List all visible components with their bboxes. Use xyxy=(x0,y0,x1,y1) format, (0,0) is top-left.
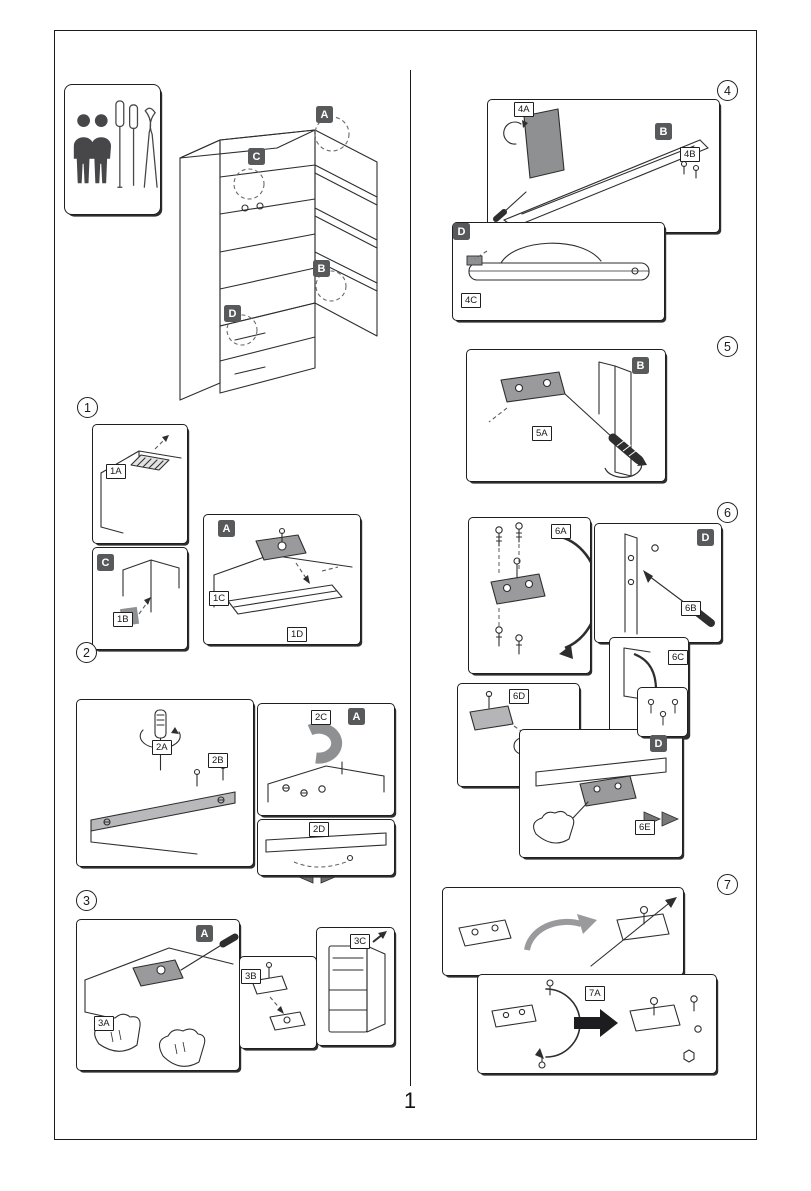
step-6-badge-d2: D xyxy=(650,735,667,752)
step-2ab-panel xyxy=(76,699,254,867)
step-4-door-top-illustration xyxy=(466,242,650,281)
step-6b-label: 6B xyxy=(681,601,701,616)
step-5-badge-b: B xyxy=(632,357,649,374)
step-6d-label: 6D xyxy=(509,689,530,704)
step-1c-label: 1C xyxy=(209,591,230,606)
step-1a-illustration xyxy=(100,435,182,534)
tools-illustration xyxy=(73,100,158,188)
page-border xyxy=(54,30,757,1140)
step-6-badge-d1: D xyxy=(697,529,714,546)
step-7-swap-illustration xyxy=(458,897,677,967)
step-2c-label: 2C xyxy=(311,710,332,725)
step-5a-label: 5A xyxy=(532,426,552,441)
step-4-top-panel xyxy=(487,99,720,233)
step-5-number: 5 xyxy=(717,336,738,357)
step-4-door-top-panel xyxy=(452,222,665,321)
step-4-badge-b: B xyxy=(655,123,672,140)
step-1-badge-c: C xyxy=(97,554,114,571)
step-2-number: 2 xyxy=(76,642,97,663)
step-2a-label: 2A xyxy=(152,740,172,755)
step-6a-panel xyxy=(468,517,591,674)
step-6c-screws-illustration xyxy=(647,698,679,726)
step-2d-label: 2D xyxy=(309,822,330,837)
step-3c-illustration xyxy=(328,931,387,1033)
step-4-badge-d: D xyxy=(453,223,470,240)
step-6a-illustration xyxy=(490,522,590,659)
step-3b-label: 3B xyxy=(241,969,261,984)
step-1cd-illustration xyxy=(213,527,353,615)
step-3-number: 3 xyxy=(76,890,97,911)
step-1-badge-a: A xyxy=(218,520,235,537)
step-3b-illustration xyxy=(251,961,306,1031)
overview-badge-b: B xyxy=(313,260,330,277)
step-2ab-illustration xyxy=(90,709,236,855)
step-4-number: 4 xyxy=(717,80,738,101)
step-4c-label: 4C xyxy=(461,293,482,308)
step-1a-panel xyxy=(92,424,188,544)
step-3a-illustration xyxy=(84,933,239,1067)
step-4-top-illustration xyxy=(493,108,709,228)
step-7a-illustration xyxy=(491,979,702,1069)
column-divider-line xyxy=(410,70,411,1086)
step-3c-label: 3C xyxy=(350,934,371,949)
step-6-number: 6 xyxy=(717,502,738,523)
step-4b-label: 4B xyxy=(680,147,700,162)
step-6c-inset-panel xyxy=(637,687,688,737)
step-7-swap-panel xyxy=(442,887,684,976)
overview-badge-d: D xyxy=(224,305,241,322)
step-4a-label: 4A xyxy=(514,102,534,117)
step-6e-label: 6E xyxy=(635,820,655,835)
step-1d-label: 1D xyxy=(287,627,308,642)
step-3a-label: 3A xyxy=(94,1016,114,1031)
step-1-number: 1 xyxy=(77,397,98,418)
step-7a-label: 7A xyxy=(585,986,605,1001)
step-2-badge-a: A xyxy=(348,708,365,725)
step-3-badge-a: A xyxy=(196,925,213,942)
overview-badge-a: A xyxy=(316,106,333,123)
tools-persons-panel xyxy=(64,84,161,215)
step-6c-label: 6C xyxy=(668,650,689,665)
page-number: 1 xyxy=(403,1088,417,1113)
step-7-number: 7 xyxy=(717,874,738,895)
fridge-overview-illustration xyxy=(179,116,378,401)
step-1b-label: 1B xyxy=(113,612,133,627)
step-1a-label: 1A xyxy=(106,464,126,479)
step-2c-illustration xyxy=(267,722,385,803)
step-6e-illustration xyxy=(533,757,679,844)
step-3a-panel xyxy=(76,919,240,1071)
step-2b-label: 2B xyxy=(208,753,228,768)
step-5-illustration xyxy=(488,361,647,478)
overview-badge-c: C xyxy=(248,148,265,165)
step-6a-label: 6A xyxy=(551,524,571,539)
